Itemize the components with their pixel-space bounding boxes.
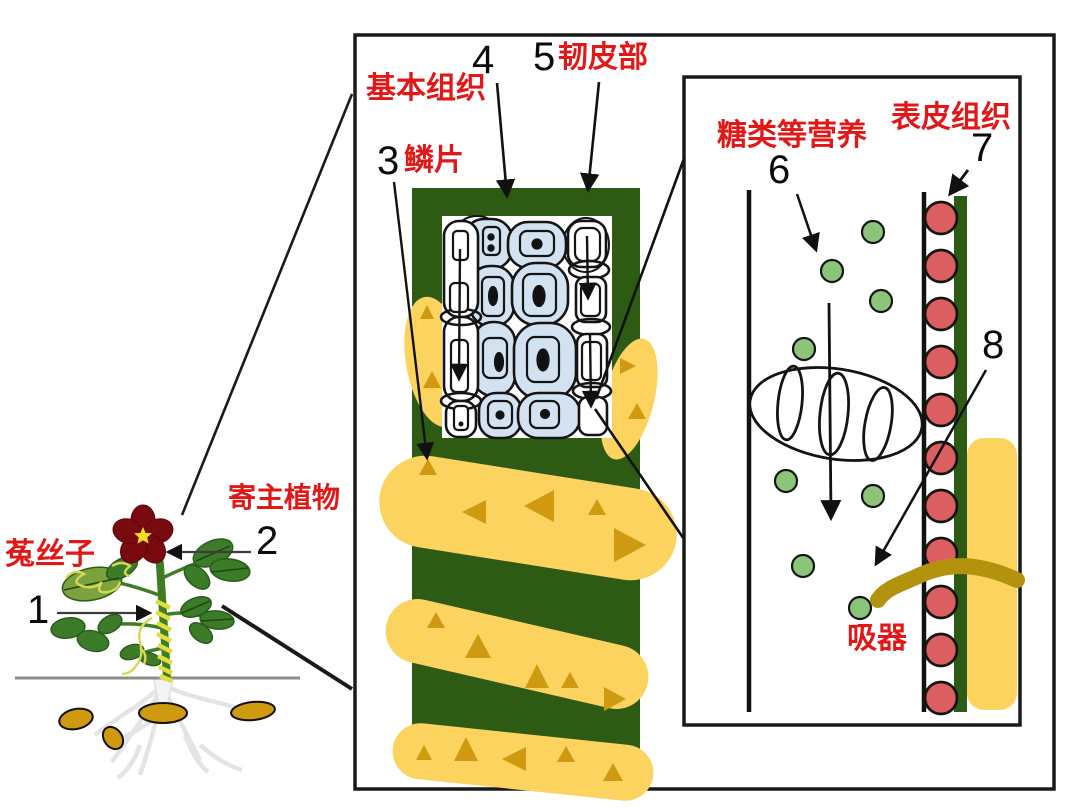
host-plant-illustration	[15, 504, 300, 780]
label-epidermis: 表皮组织	[891, 101, 1011, 134]
number-2: 2	[256, 519, 279, 563]
arrow-7-epidermis	[948, 169, 970, 197]
zoom-line-lower	[593, 408, 688, 543]
cell-nuclei	[480, 225, 561, 430]
epidermis-cells	[923, 200, 959, 716]
arrow-6-nutrients	[795, 193, 820, 253]
arrow-8-haustorium	[874, 369, 988, 567]
number-3: 3	[377, 139, 400, 183]
tubers	[58, 700, 276, 751]
label-scales: 鳞片	[404, 144, 464, 177]
host-surface-green-bar	[954, 196, 967, 712]
flow-arrow	[820, 302, 842, 522]
dodder-coils	[379, 455, 677, 801]
flower-center-star	[134, 527, 152, 544]
zoom-line-upper	[594, 152, 688, 400]
dodder-twine-stripes	[154, 598, 174, 684]
stem-tissue-cell-block	[439, 215, 613, 440]
number-7: 7	[971, 126, 994, 170]
number-8: 8	[982, 323, 1005, 367]
number-5: 5	[533, 35, 556, 79]
connector-line-upper	[180, 93, 354, 516]
arrow-3-scales	[392, 181, 435, 461]
sieve-element-ellipse	[748, 364, 924, 462]
connector-line-lower	[220, 604, 354, 691]
label-dodder: 菟丝子	[5, 538, 95, 571]
label-haustorium: 吸器	[847, 622, 907, 655]
leaf-veins	[63, 545, 249, 622]
label-phloem: 韧皮部	[558, 41, 648, 74]
flower	[112, 504, 174, 564]
phloem-sieve-column-right	[566, 219, 613, 437]
phloem-sieve-column-left	[439, 219, 483, 439]
sugar-molecules	[773, 219, 894, 621]
label-ground-tissue: 基本组织	[366, 72, 486, 105]
arrow-5-phloem	[579, 81, 601, 193]
arrow-4-ground-tissue	[495, 82, 516, 199]
number-1: 1	[27, 588, 50, 632]
contact-panel-contents	[746, 169, 1025, 716]
parenchyma-cells	[462, 217, 582, 440]
label-nutrients: 糖类等营养	[717, 119, 867, 152]
number-6: 6	[768, 148, 791, 192]
dodder-vine	[65, 561, 153, 676]
haustorium-tube	[870, 558, 1025, 608]
scale-triangles	[416, 459, 646, 781]
label-host-plant: 寄主植物	[228, 482, 341, 513]
number-4: 4	[472, 38, 495, 82]
